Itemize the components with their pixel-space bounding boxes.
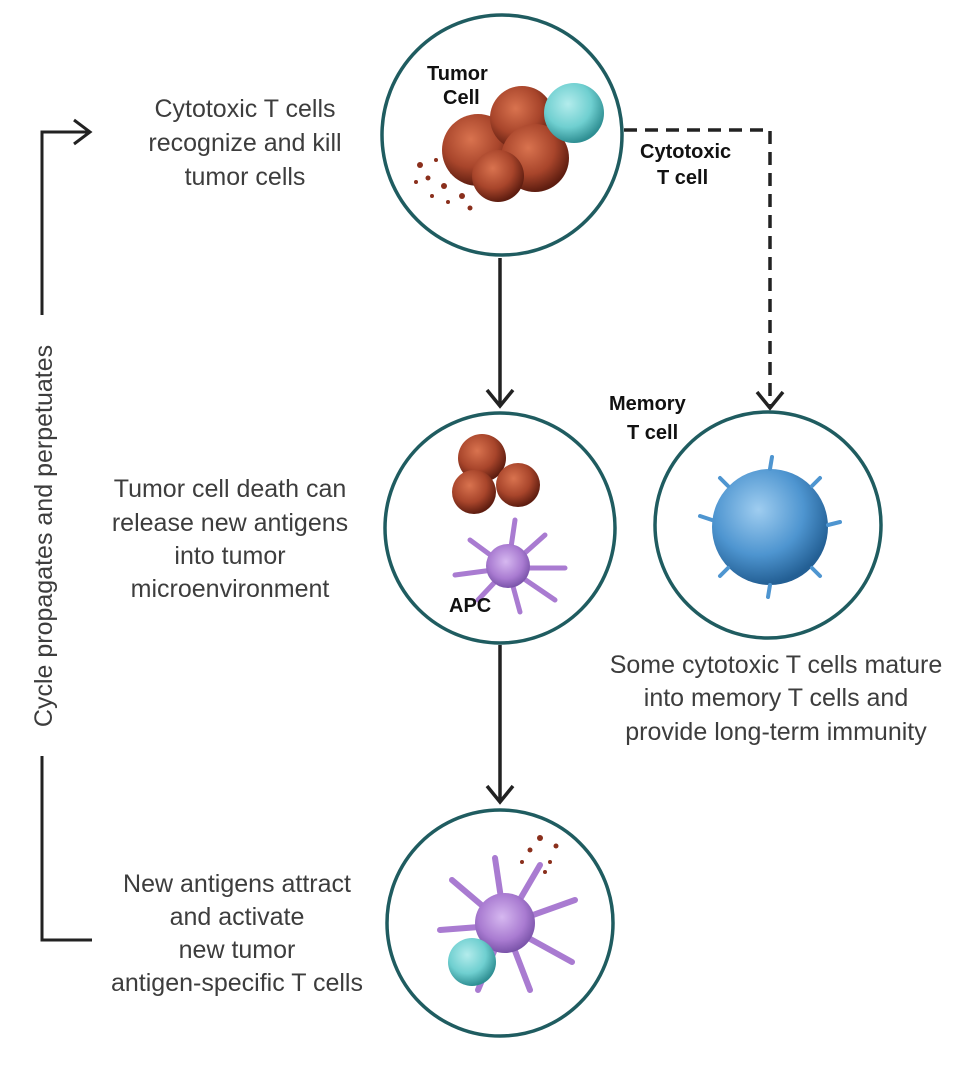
svg-text:and activate: and activate (170, 903, 305, 931)
dead-tumor-cells (452, 434, 540, 514)
cycle-bracket-bottom (40, 756, 92, 942)
tumor-debris-2 (520, 835, 559, 874)
svg-text:Some cytotoxic T cells mature: Some cytotoxic T cells mature (610, 651, 943, 679)
activating-apc-body (475, 893, 535, 953)
arrow-tumor-to-apc (485, 258, 515, 409)
apc-cell-body (486, 544, 530, 588)
apc-circle: APC (383, 411, 617, 645)
svg-text:microenvironment: microenvironment (131, 575, 330, 603)
svg-text:into memory T cells and: into memory T cells and (644, 684, 908, 712)
svg-text:tumor cells: tumor cells (185, 163, 306, 191)
step-kill-text: Cytotoxic T cells recognize and kill tum… (148, 95, 341, 191)
memory-label-line2: T cell (627, 422, 678, 444)
cycle-bracket-top (40, 130, 88, 315)
svg-text:Tumor cell death can: Tumor cell death can (114, 475, 347, 503)
memory-t-cell (698, 455, 842, 599)
apc-label: APC (449, 595, 491, 617)
memory-label-line1: Memory (609, 393, 687, 415)
svg-text:release new antigens: release new antigens (112, 509, 348, 537)
step-attract-text: New antigens attract and activate new tu… (111, 870, 363, 997)
arrow-apc-to-activation (485, 645, 515, 805)
activation-circle (385, 808, 615, 1038)
svg-text:new tumor: new tumor (179, 936, 296, 964)
step-memory-text: Some cytotoxic T cells mature into memor… (610, 651, 943, 746)
svg-text:into tumor: into tumor (174, 542, 285, 570)
apc-ring (383, 411, 617, 645)
svg-text:Cytotoxic T cells: Cytotoxic T cells (154, 95, 335, 123)
cytotoxic-label-line2: T cell (657, 167, 708, 189)
tumor-kill-circle: Tumor Cell (380, 13, 624, 257)
svg-text:New antigens attract: New antigens attract (123, 870, 351, 898)
tumor-cell-cluster (442, 86, 569, 202)
step-release-text: Tumor cell death can release new antigen… (112, 475, 348, 603)
cytotoxic-label-line1: Cytotoxic (640, 141, 731, 163)
tumor-cell-label-line2: Cell (443, 87, 480, 109)
cytotoxic-t-cell (544, 83, 604, 143)
arrow-dashed-to-memory (624, 128, 785, 411)
svg-text:recognize and kill: recognize and kill (148, 129, 341, 157)
new-t-cell (448, 938, 496, 986)
cycle-bracket-arrowhead (73, 118, 93, 146)
svg-text:provide long-term immunity: provide long-term immunity (625, 718, 927, 746)
cycle-label: Cycle propagates and perpetuates (30, 345, 58, 727)
cycle-bracket (40, 118, 93, 942)
tumor-cell-label-line1: Tumor (427, 63, 488, 85)
memory-circle (653, 410, 883, 640)
svg-text:antigen-specific T cells: antigen-specific T cells (111, 969, 363, 997)
